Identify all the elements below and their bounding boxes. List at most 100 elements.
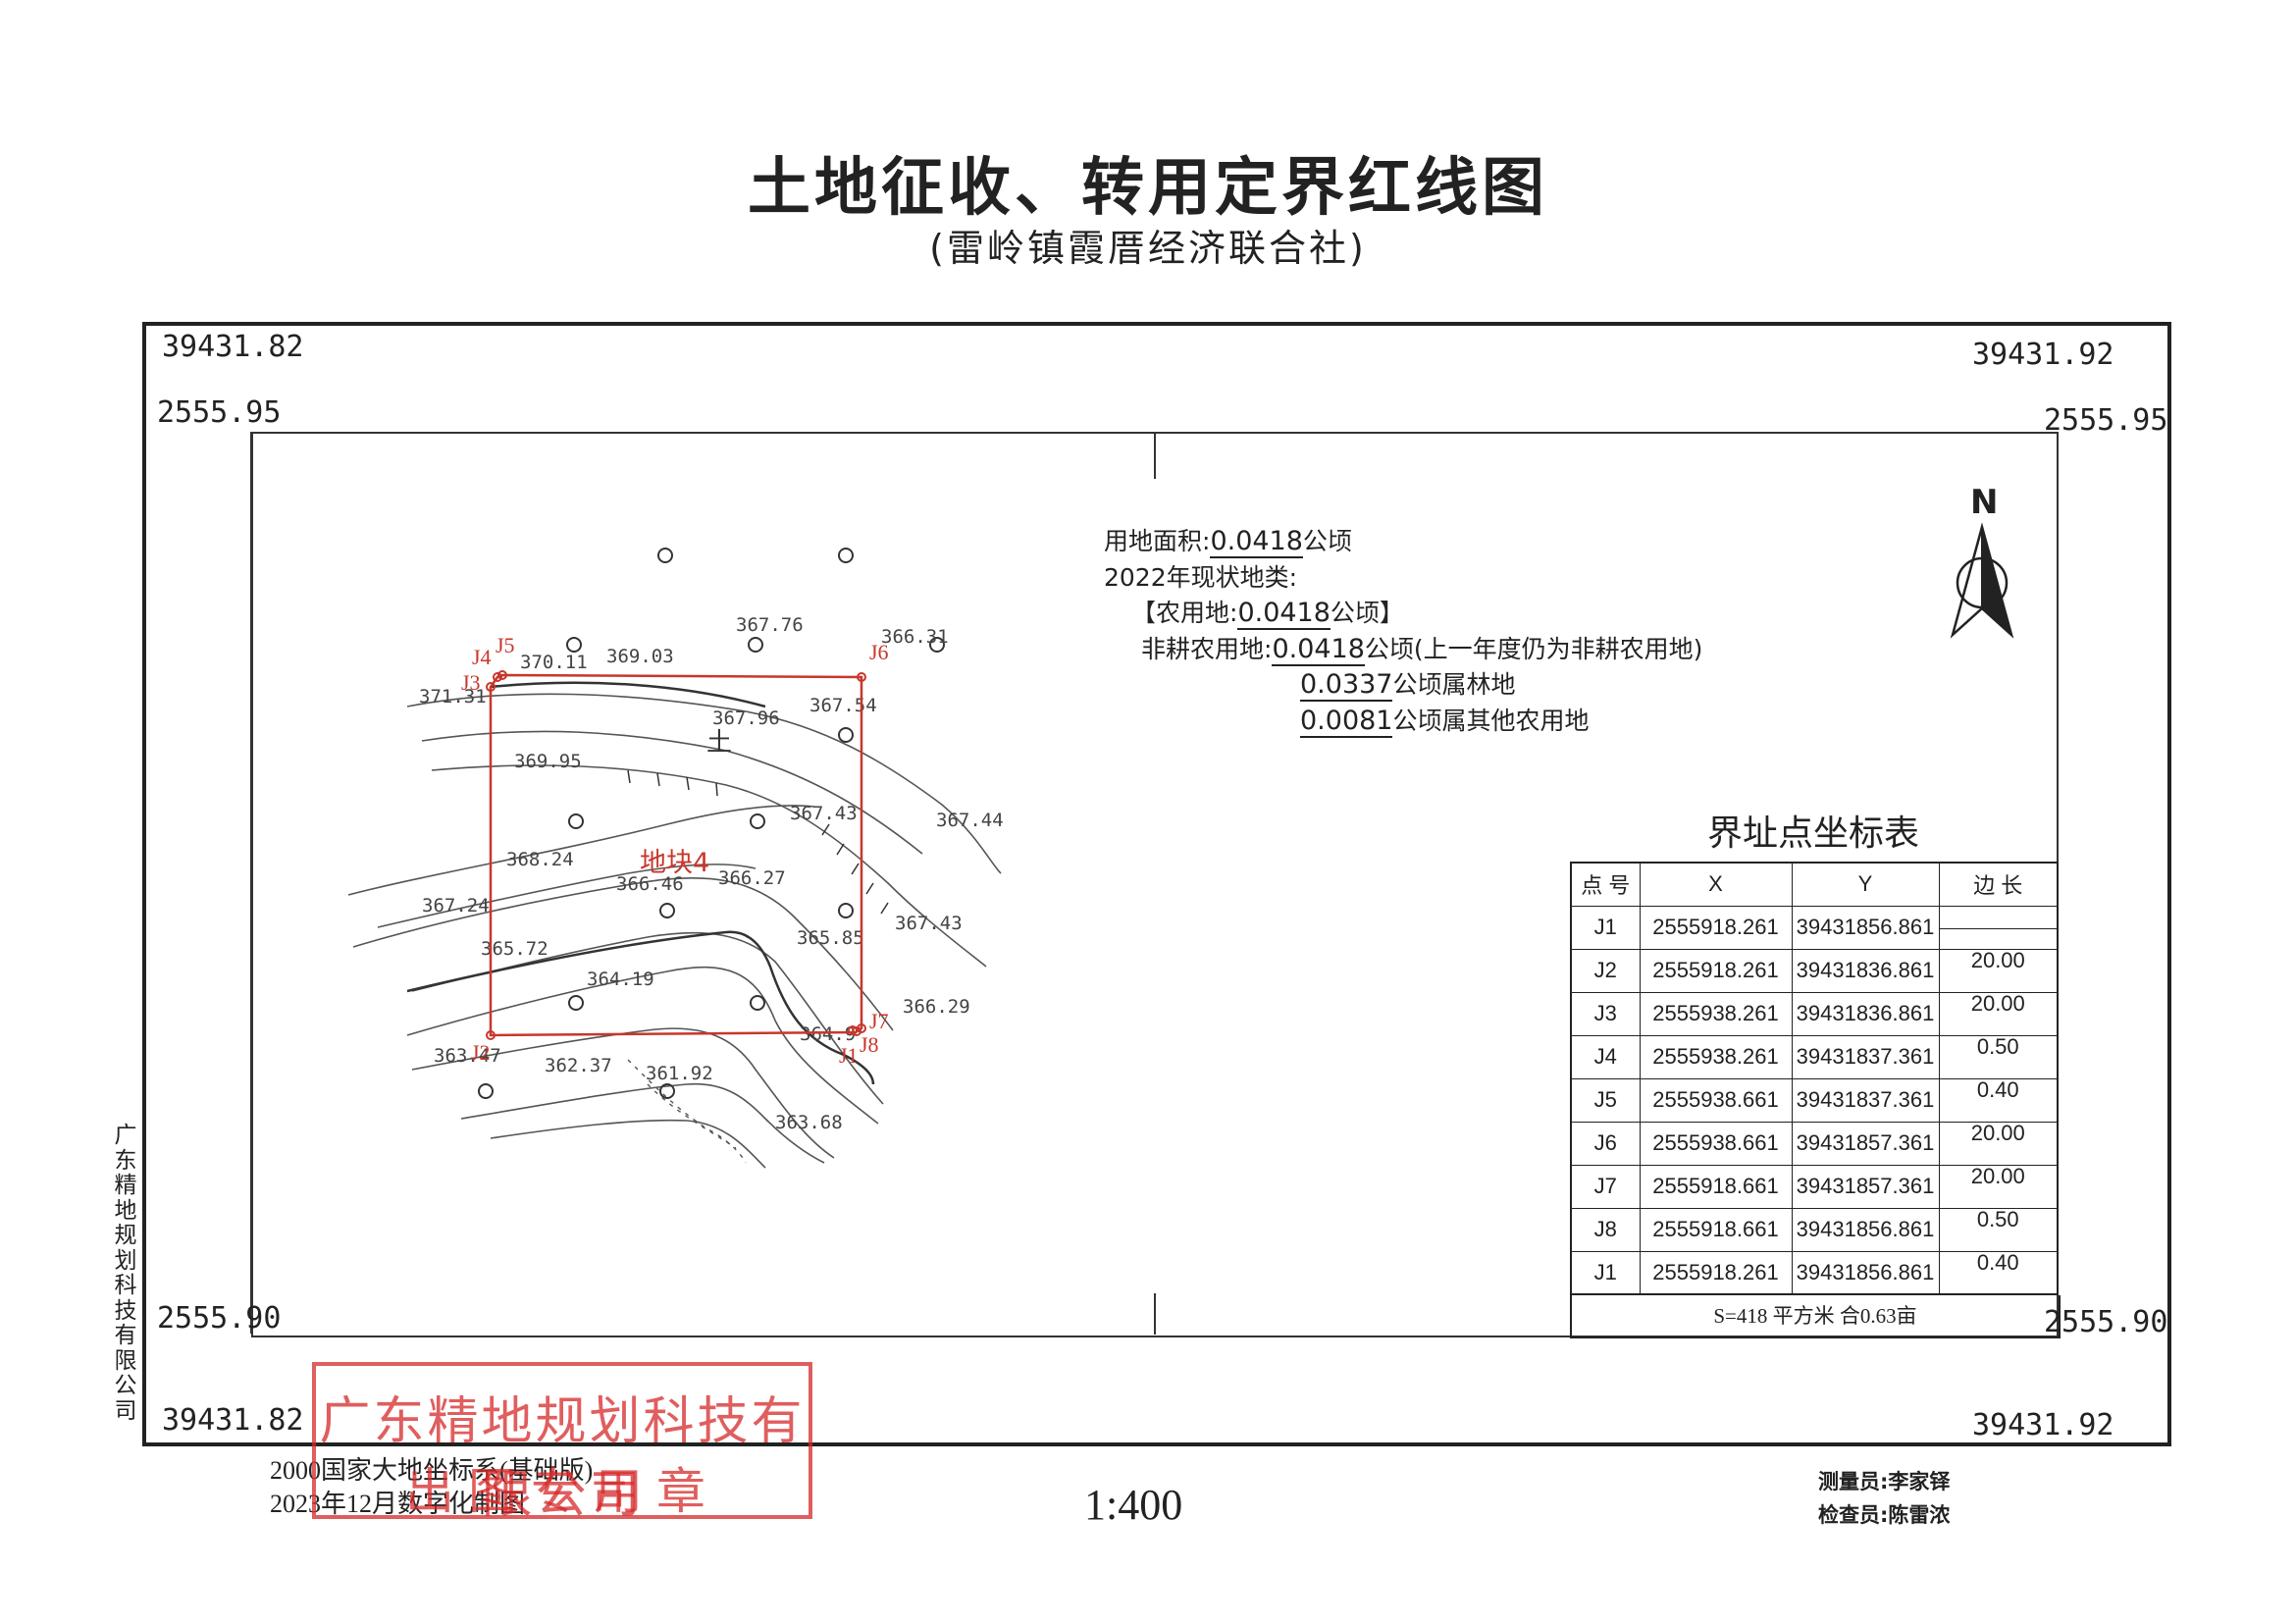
elevation-label: 363.47 — [434, 1045, 501, 1067]
header-point: 点 号 — [1570, 862, 1641, 907]
other-row: 0.0081公顷属其他农用地 — [1300, 705, 1590, 738]
elevation-label: 367.43 — [790, 803, 858, 824]
elevation-label: 370.11 — [520, 652, 588, 673]
map-subtitle: (雷岭镇霞厝经济联合社) — [929, 227, 1367, 270]
header-x: X — [1639, 862, 1793, 907]
scarp-ticks — [627, 769, 889, 915]
map-title: 土地征收、转用定界红线图 — [748, 152, 1548, 225]
elevation-label: 361.92 — [646, 1063, 713, 1084]
elevation-label: 367.44 — [936, 810, 1004, 831]
north-label: N — [1970, 483, 1999, 522]
edge-value: 20.00 — [1938, 1164, 2059, 1209]
elevation-label: 362.37 — [545, 1055, 612, 1076]
elevation-label: 366.31 — [881, 626, 949, 648]
edge-value: 20.00 — [1938, 948, 2059, 993]
elevation-label: 365.85 — [797, 927, 864, 949]
company-stamp: 广东精地规划科技有限公司 出图专用章 — [312, 1362, 812, 1525]
boundary-point-label: J5 — [496, 633, 515, 657]
corner-top-left-y: 39431.82 — [162, 330, 304, 364]
corner-bottom-right-y: 39431.92 — [1972, 1408, 2114, 1442]
boundary-vertex-j3 — [486, 682, 496, 692]
area-row: 用地面积:0.0418公顷 — [1104, 526, 1352, 558]
elevation-label: 367.76 — [736, 614, 804, 636]
elevation-label: 368.24 — [506, 849, 574, 870]
elevation-label: 367.54 — [809, 695, 877, 716]
elevation-label: 363.68 — [775, 1112, 843, 1133]
elevation-label: 365.72 — [481, 938, 548, 960]
elevation-label: 366.29 — [903, 996, 970, 1018]
boundary-vertex-j6 — [857, 672, 866, 682]
land-info: 用地面积:0.0418公顷 2022年现状地类: 【农用地:0.0418公顷】 … — [1104, 524, 1702, 739]
boundary-vertex-j7 — [857, 1023, 866, 1033]
header-y: Y — [1791, 862, 1940, 907]
corner-bottom-left-y: 39431.82 — [162, 1403, 304, 1438]
edge-cell — [1938, 905, 2059, 949]
agri-row: 【农用地:0.0418公顷】 — [1131, 598, 1404, 630]
dashed-lines — [627, 1059, 747, 1164]
elevation-label: 367.96 — [712, 707, 780, 729]
nonfarm-row: 非耕农用地:0.0418公顷(上一年度仍为非耕农用地) — [1141, 633, 1703, 666]
side-company-name: 广东精地规划科技有限公司 — [114, 1123, 137, 1424]
elevation-label: 367.43 — [895, 913, 963, 934]
edge-value: 0.40 — [1938, 1250, 2059, 1295]
status-row: 2022年现状地类: — [1104, 562, 1298, 592]
outer-frame — [142, 322, 2171, 1446]
coord-table-title: 界址点坐标表 — [1706, 813, 1919, 854]
boundary-vertex-j8 — [848, 1025, 858, 1035]
corner-top-left-x: 2555.95 — [157, 395, 282, 430]
boundary-point-label: J7 — [869, 1009, 889, 1033]
parcel-boundary: J1 J2 J3 J4 J5 J6 J7 J8 地块4 — [461, 633, 889, 1068]
elevation-label: 367.24 — [422, 895, 490, 917]
boundary-vertex-j5 — [497, 670, 507, 680]
elevation-label: 364.9 — [800, 1023, 856, 1045]
elevation-label: 366.27 — [718, 867, 786, 889]
edge-value: 20.00 — [1938, 1121, 2059, 1166]
contour-lines — [347, 693, 1002, 1169]
boundary-point-label: J1 — [839, 1043, 859, 1068]
edge-value: 0.40 — [1938, 1077, 2059, 1123]
elevation-label: 364.19 — [587, 969, 654, 990]
stamp-purpose: 出图专用章 — [405, 1463, 719, 1520]
corner-top-right-x: 2555.95 — [2044, 403, 2168, 438]
edge-value: 20.00 — [1938, 991, 2059, 1036]
corner-bottom-right-x: 2555.90 — [2044, 1305, 2168, 1339]
terrain-symbol: 土 — [706, 728, 732, 758]
corner-bottom-left-x: 2555.90 — [157, 1301, 282, 1336]
surveyor-label: 测量员:李家铎 — [1818, 1470, 1951, 1493]
forest-row: 0.0337公顷属林地 — [1300, 669, 1516, 702]
parcel-label: 地块4 — [640, 848, 709, 878]
coord-system-label: 2000国家大地坐标系(基础版) — [270, 1456, 594, 1485]
boundary-vertex-j2 — [486, 1030, 496, 1040]
elevation-label: 369.03 — [606, 646, 674, 667]
north-arrow-icon — [1950, 522, 2014, 639]
map-scale: 1:400 — [1084, 1481, 1183, 1529]
checker-label: 检查员:陈雷浓 — [1818, 1503, 1951, 1527]
elevation-label: 371.31 — [419, 686, 487, 707]
boundary-point-label: J2 — [471, 1040, 491, 1065]
table-header-row: 点 号 X Y 边 长 — [1570, 862, 2059, 907]
scarp-lines — [406, 681, 875, 1085]
boundary-point-label: J6 — [869, 640, 889, 664]
elevation-label: 366.46 — [616, 873, 684, 895]
boundary-point-label: J3 — [461, 670, 481, 695]
boundary-point-label: J4 — [472, 645, 492, 669]
elevation-labels: 367.76 366.31 370.11 369.03 371.31 367.5… — [419, 614, 1004, 1133]
edge-value: 0.50 — [1938, 1207, 2059, 1252]
corner-top-right-y: 39431.92 — [1972, 338, 2114, 372]
stamp-company-name: 广东精地规划科技有限公司 — [319, 1392, 806, 1525]
edge-value: 0.50 — [1938, 1034, 2059, 1079]
area-summary: S=418 平方米 合0.63亩 — [1570, 1295, 2061, 1338]
header-edge: 边 长 — [1938, 862, 2059, 907]
boundary-vertex-j4 — [493, 672, 502, 682]
